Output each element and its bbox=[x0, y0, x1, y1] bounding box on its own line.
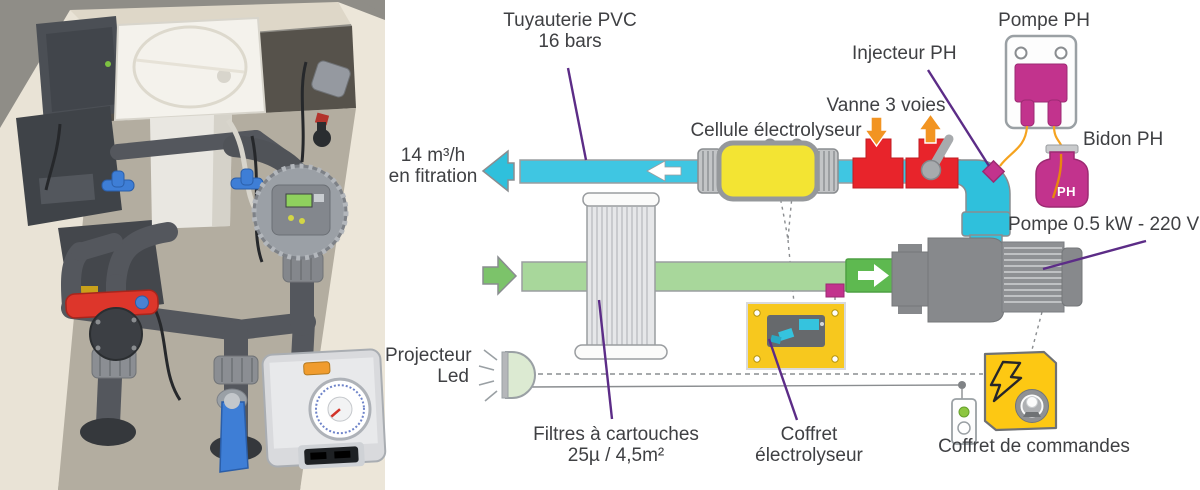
label-projector-line2: Led bbox=[437, 366, 469, 387]
switch-on-led bbox=[958, 406, 970, 418]
pointer-electro-box bbox=[767, 338, 799, 421]
label-projector-line1: Projecteur bbox=[385, 345, 472, 366]
switch-button bbox=[957, 421, 971, 435]
ph-can-tag: PH bbox=[1057, 184, 1077, 199]
lightning-icon bbox=[989, 360, 1023, 403]
ph-can bbox=[1035, 144, 1089, 208]
cartridge-filter bbox=[574, 192, 668, 360]
pointer-main-pump bbox=[1042, 239, 1147, 271]
pipe-elbow bbox=[955, 159, 1011, 215]
screw-icon bbox=[1054, 46, 1068, 60]
led-projector bbox=[478, 349, 536, 402]
orange-arrow-up-icon bbox=[917, 112, 944, 144]
pump-union bbox=[961, 211, 1011, 237]
three-way-valve-1 bbox=[852, 138, 904, 189]
label-electro-box-line1: Coffret bbox=[780, 424, 838, 445]
photo-timer bbox=[261, 348, 387, 470]
display-icon bbox=[799, 319, 819, 330]
label-flow-line1: 14 m³/h bbox=[400, 145, 466, 166]
label-flow-line2: en fitration bbox=[388, 166, 478, 187]
light-rays-icon bbox=[478, 349, 498, 402]
wire-node bbox=[958, 381, 966, 389]
pointer-filter bbox=[597, 299, 614, 420]
label-control-box: Coffret de commandes bbox=[938, 436, 1130, 457]
label-pvc-pipe-line1: Tuyauterie PVC bbox=[503, 10, 637, 31]
photo-plug bbox=[313, 112, 331, 147]
flow-arrow-left-icon bbox=[646, 160, 682, 182]
photo-skimmer-body bbox=[150, 114, 232, 229]
electrolyzer-control-box bbox=[746, 302, 846, 370]
control-box bbox=[983, 350, 1058, 432]
orange-arrow-down-icon bbox=[863, 116, 890, 148]
green-pipe bbox=[482, 255, 903, 298]
power-switch bbox=[951, 398, 977, 445]
label-pvc-pipe: Tuyauterie PVC 16 bars bbox=[465, 10, 675, 52]
label-filter-line1: Filtres à cartouches bbox=[533, 424, 699, 445]
label-ph-injector: Injecteur PH bbox=[852, 43, 957, 64]
photo-blue-lever bbox=[216, 388, 249, 473]
electrolyzer-cell bbox=[697, 138, 839, 202]
label-filter-line2: 25µ / 4,5m² bbox=[567, 445, 665, 466]
label-electro-box-line2: électrolyseur bbox=[755, 445, 863, 466]
label-flow-rate: 14 m³/h en fitration bbox=[383, 145, 483, 187]
filtration-pump bbox=[891, 237, 1083, 323]
photo-blue-handle-1 bbox=[101, 170, 135, 192]
label-electro-box: Coffret électrolyseur bbox=[733, 424, 885, 466]
photo-pipe-cap-1 bbox=[80, 418, 136, 446]
projector-links bbox=[526, 373, 983, 399]
ph-pump-device bbox=[1004, 34, 1078, 130]
label-ph-pump: Pompe PH bbox=[998, 10, 1090, 31]
pointer-ph-injector bbox=[926, 69, 991, 167]
photo-electrolyzer-unit bbox=[251, 163, 349, 261]
probe-sensor bbox=[825, 283, 845, 298]
label-cell: Cellule électrolyseur bbox=[690, 120, 862, 141]
outlet-arrow-icon bbox=[481, 149, 515, 193]
flow-arrow-right-icon bbox=[858, 264, 889, 287]
photo-floor-corner bbox=[360, 0, 385, 15]
pointer-lines bbox=[566, 67, 1147, 421]
screw-icon bbox=[1014, 46, 1028, 60]
label-projector: Projecteur Led bbox=[385, 345, 472, 387]
pointer-pvc-pipe bbox=[566, 67, 588, 161]
photo-red-valve-lever bbox=[65, 289, 159, 319]
timer-dial-icon bbox=[1015, 389, 1049, 423]
equipment-photo bbox=[0, 0, 387, 490]
label-main-pump: Pompe 0.5 kW - 220 V bbox=[1008, 214, 1200, 235]
ph-suction-tube bbox=[1051, 153, 1063, 199]
label-pvc-pipe-line2: 16 bars bbox=[538, 31, 602, 52]
label-ph-can: Bidon PH bbox=[1083, 129, 1164, 150]
photo-valve-body bbox=[89, 307, 143, 361]
wire-projector-switch bbox=[526, 384, 963, 388]
photo-control-box-1 bbox=[36, 16, 124, 124]
photo-skimmer-lid bbox=[113, 16, 267, 122]
inlet-arrow-icon bbox=[482, 255, 518, 296]
label-three-way-valve: Vanne 3 voies bbox=[826, 95, 946, 116]
photo-blue-handle-2 bbox=[230, 168, 264, 190]
three-way-valves bbox=[852, 112, 959, 189]
label-filter: Filtres à cartouches 25µ / 4,5m² bbox=[528, 424, 704, 466]
photo-control-box-2 bbox=[16, 106, 122, 226]
